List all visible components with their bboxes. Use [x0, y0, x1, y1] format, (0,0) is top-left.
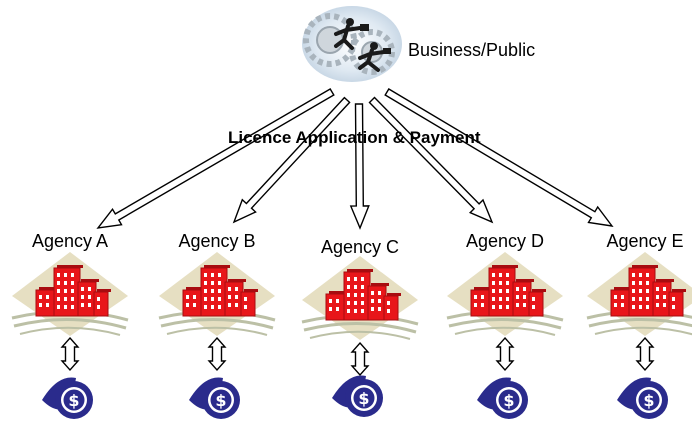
dollar-payment-icon-c: $: [332, 375, 383, 417]
flow-arrow-4: [368, 96, 494, 224]
agency-label-c: Agency C: [320, 237, 400, 257]
source-label: Business/Public: [408, 40, 536, 60]
svg-text:$: $: [643, 391, 654, 410]
svg-text:$: $: [358, 389, 369, 408]
svg-text:$: $: [215, 391, 226, 410]
agency-label-a: Agency A: [31, 231, 109, 251]
building-icon-c: [301, 256, 419, 340]
flow-arrows: [96, 88, 614, 230]
business-people-gears-icon: [302, 6, 402, 82]
flow-label: Licence Application & Payment: [228, 128, 481, 147]
double-arrow-b: [207, 336, 227, 372]
dollar-payment-icon-a: $: [42, 377, 93, 419]
flow-arrow-1: [96, 88, 335, 229]
dollar-payment-icon-b: $: [189, 377, 240, 419]
dollar-payment-icon-d: $: [477, 377, 528, 419]
flow-arrow-3: [349, 103, 370, 230]
building-icon-d: [446, 252, 564, 336]
building-icon-e: [586, 252, 692, 336]
double-arrow-c: [350, 341, 370, 377]
agency-icons: $ $ $ $ $: [11, 252, 692, 419]
double-arrow-d: [495, 336, 515, 372]
agency-label-d: Agency D: [465, 231, 545, 251]
svg-text:$: $: [503, 391, 514, 410]
agency-label-e: Agency E: [606, 231, 684, 251]
double-arrow-e: [635, 336, 655, 372]
flow-arrow-5: [384, 88, 614, 227]
flow-arrow-2: [232, 96, 351, 224]
svg-text:$: $: [68, 391, 79, 410]
double-arrow-a: [60, 336, 80, 372]
dollar-payment-icon-e: $: [617, 377, 668, 419]
building-icon-b: [158, 252, 276, 336]
agency-label-b: Agency B: [178, 231, 256, 251]
building-icon-a: [11, 252, 129, 336]
